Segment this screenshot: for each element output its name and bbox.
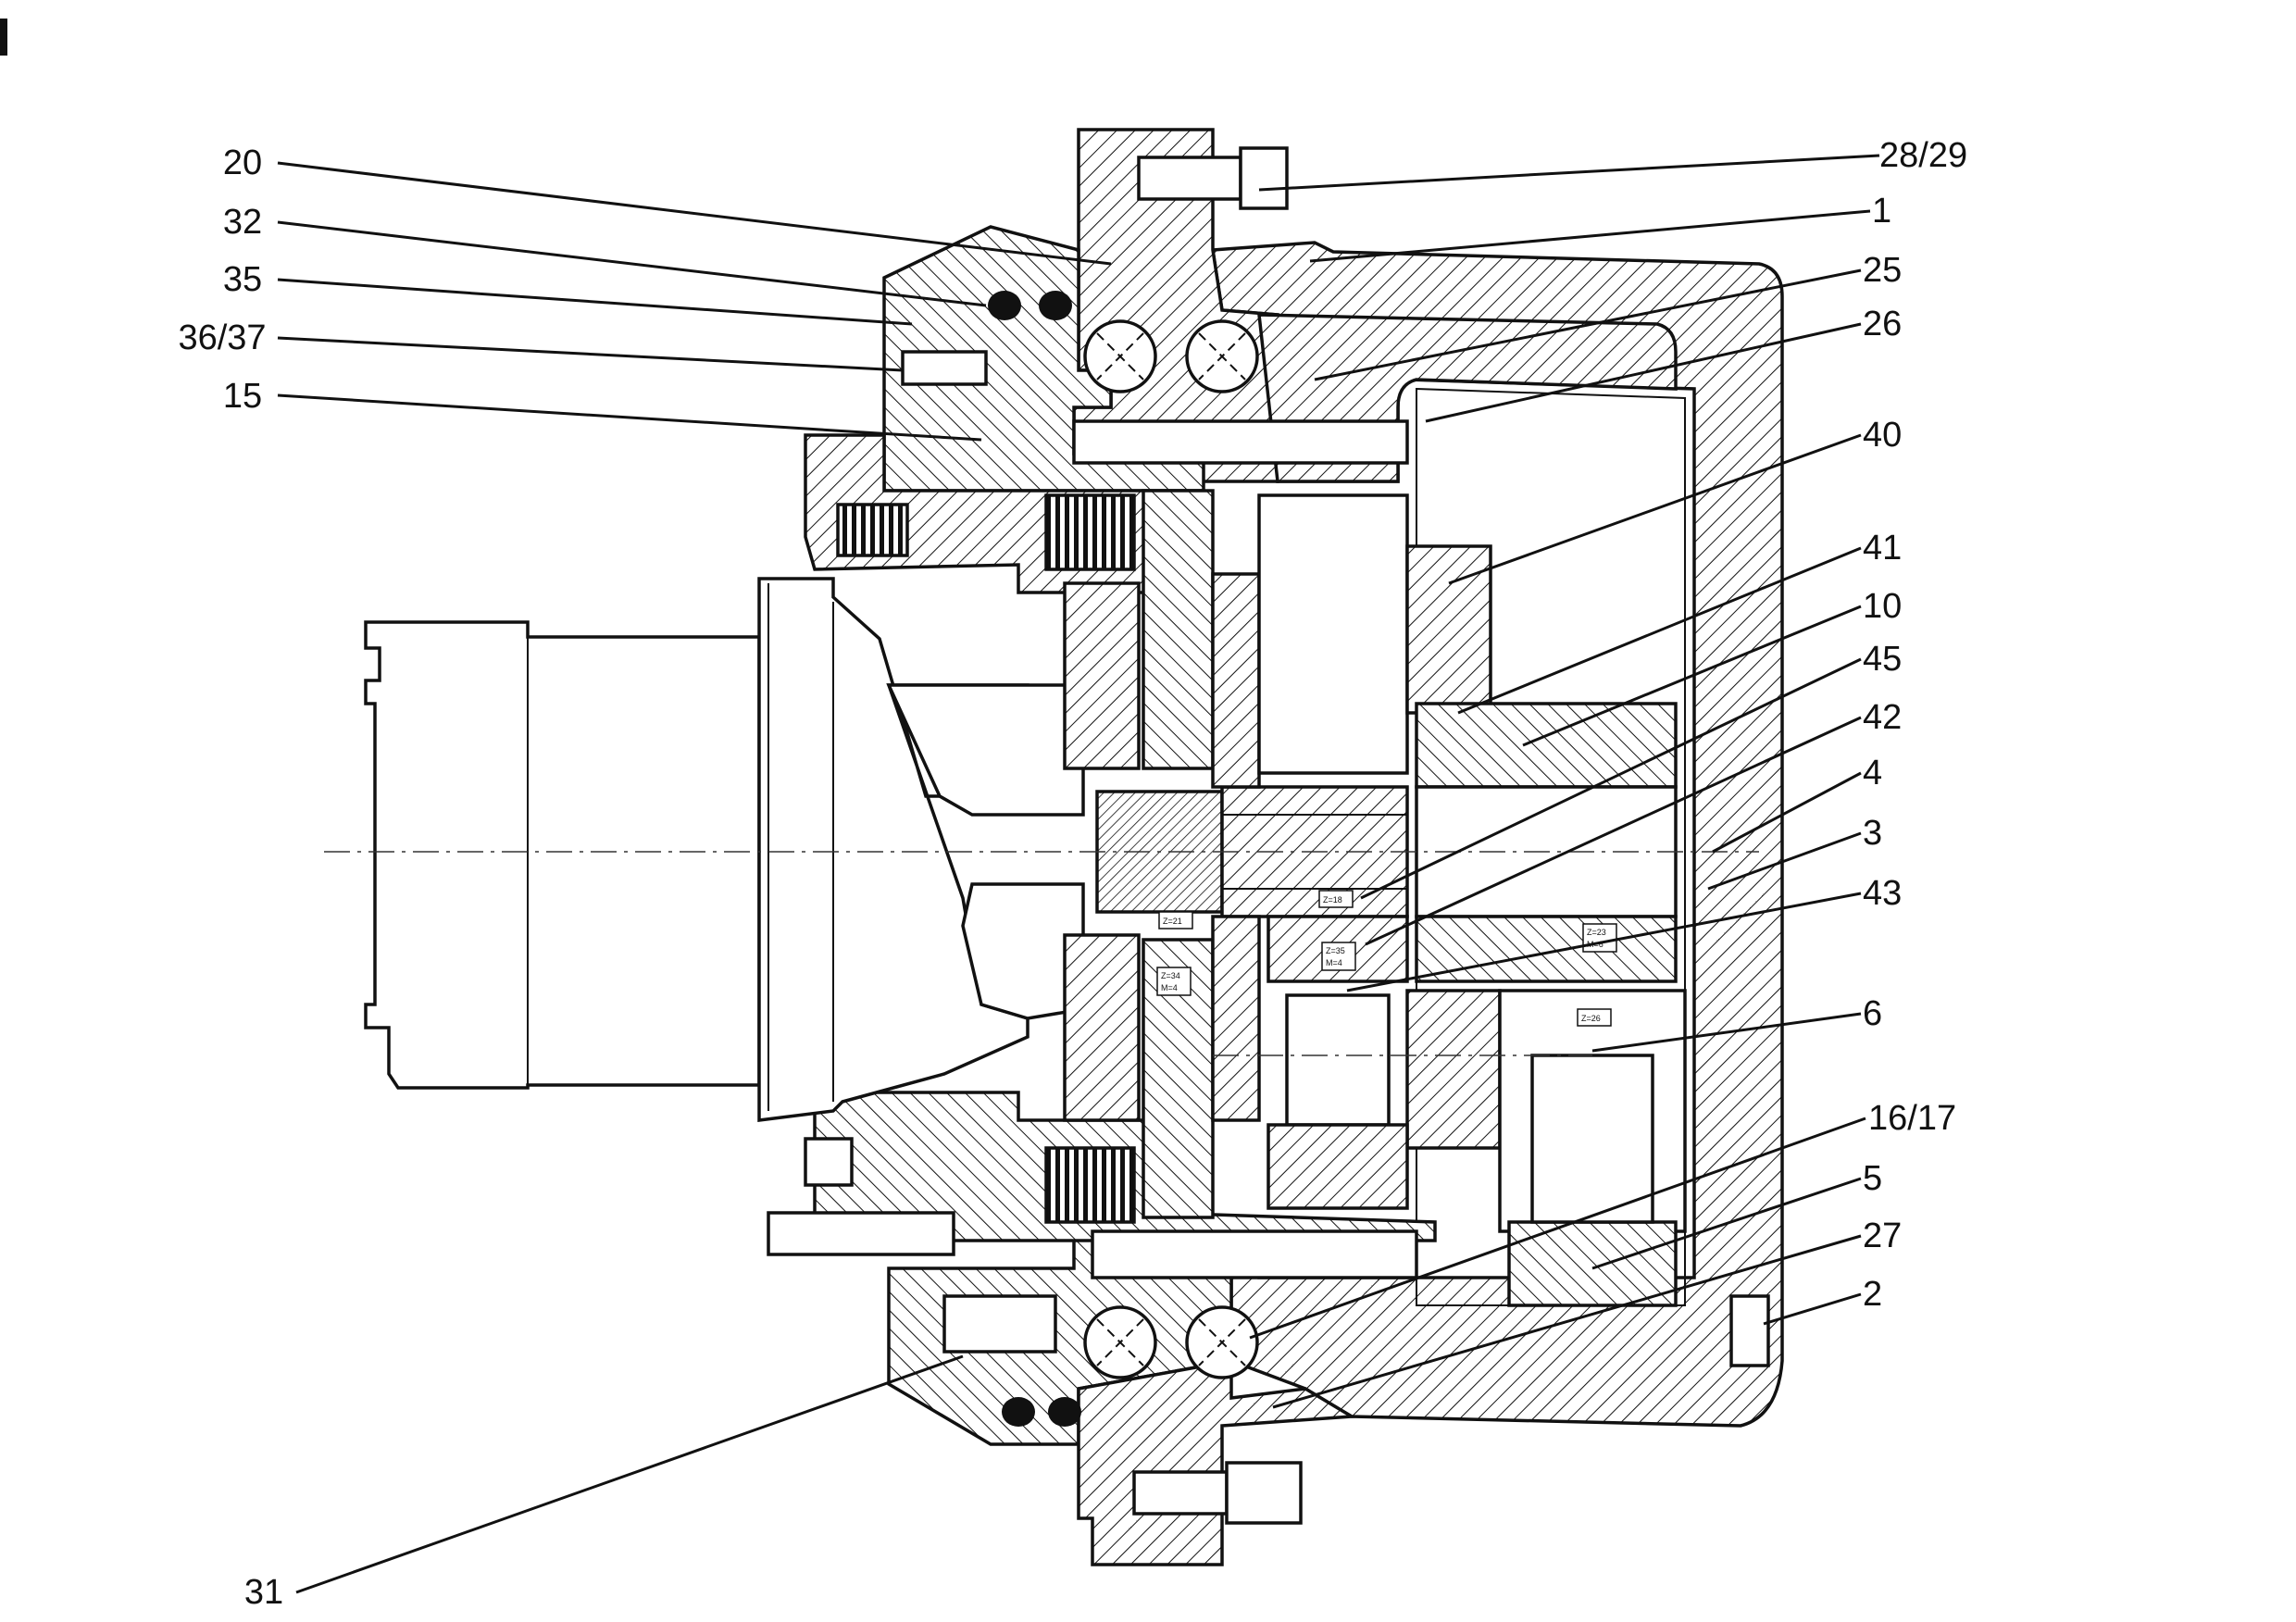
callout-35: 35 (223, 260, 262, 299)
svg-text:M=4: M=4 (1161, 983, 1178, 992)
shaft-seals (988, 291, 1081, 1427)
callout-5: 5 (1863, 1159, 1882, 1198)
callout-41: 41 (1863, 529, 1902, 568)
callout-40: 40 (1863, 416, 1902, 455)
callout-10: 10 (1863, 587, 1902, 626)
callout-31: 31 (244, 1573, 283, 1612)
callout-26: 26 (1863, 305, 1902, 343)
callout-45: 45 (1863, 640, 1902, 679)
callout-16-17: 16/17 (1868, 1099, 1956, 1138)
corner-mark (0, 19, 7, 56)
svg-text:Z=23: Z=23 (1587, 928, 1606, 937)
main-bearing-balls (1083, 319, 1259, 1379)
callout-42: 42 (1863, 698, 1902, 737)
callout-6: 6 (1863, 994, 1882, 1033)
svg-text:Z=34: Z=34 (1161, 971, 1180, 980)
callout-32: 32 (223, 203, 262, 242)
callout-3: 3 (1863, 814, 1882, 853)
svg-text:Z=35: Z=35 (1326, 946, 1345, 955)
callout-43: 43 (1863, 874, 1902, 913)
callout-1: 1 (1872, 192, 1891, 231)
bolts (767, 146, 1770, 1525)
callout-36-37: 36/37 (178, 318, 266, 357)
callout-labels: 20 32 35 36/37 15 31 28/29 1 25 26 40 41… (178, 136, 1967, 1612)
hydraulic-motor (364, 577, 1085, 1122)
callout-27: 27 (1863, 1216, 1902, 1255)
brake-disc-pack (836, 493, 1136, 1224)
callout-2: 2 (1863, 1275, 1882, 1314)
svg-text:Z=21: Z=21 (1163, 917, 1182, 926)
callout-25: 25 (1863, 251, 1902, 290)
svg-text:Z=18: Z=18 (1323, 895, 1342, 905)
callout-20: 20 (223, 143, 262, 182)
gear-data-tags: Z=18 Z=21 Z=34 M=4 Z=35 M=4 Z=23 M=6 Z=2… (1156, 890, 1617, 1027)
callout-4: 4 (1863, 754, 1882, 792)
svg-text:M=4: M=4 (1326, 958, 1342, 967)
output-planet-gears (1267, 915, 1654, 1224)
svg-text:Z=26: Z=26 (1581, 1014, 1601, 1023)
callout-15: 15 (223, 377, 262, 416)
callout-28-29: 28/29 (1879, 136, 1967, 175)
leader-lines (277, 154, 1880, 1594)
